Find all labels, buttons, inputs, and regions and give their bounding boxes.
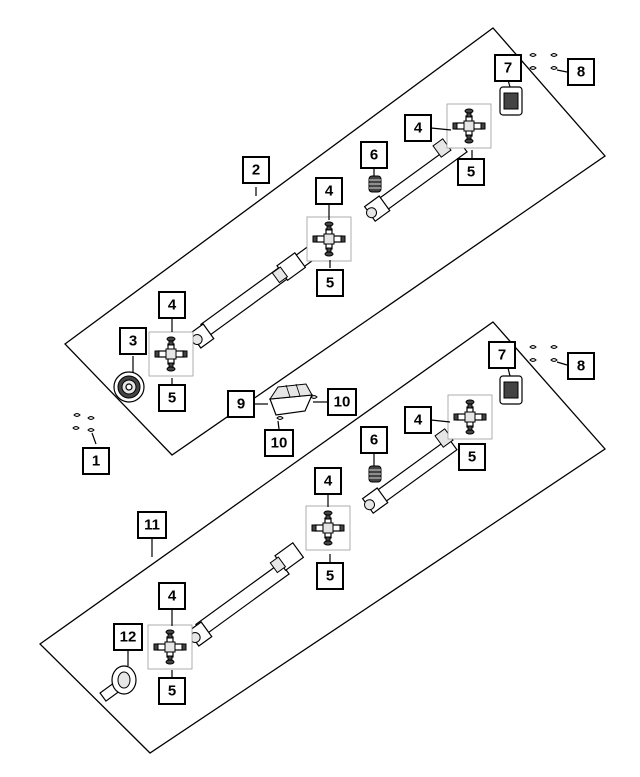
svg-text:4: 4 (168, 297, 177, 314)
ujoint-upper-front (148, 331, 194, 377)
svg-text:7: 7 (504, 60, 512, 77)
callout-10-bottom: 10 (264, 429, 294, 457)
lower-assembly-panel (38, 321, 606, 754)
svg-text:5: 5 (467, 164, 475, 181)
callout-5-upper-front: 5 (158, 384, 186, 412)
boot-upper (368, 175, 382, 193)
bolt-cluster (72, 413, 95, 432)
svg-text:3: 3 (129, 333, 137, 350)
callout-4-lower-mid: 4 (314, 467, 342, 495)
callout-8-upper: 8 (567, 58, 595, 86)
svg-text:4: 4 (414, 120, 423, 137)
ujoint-lower-front (147, 624, 193, 670)
callout-4-upper-rear: 4 (404, 114, 432, 142)
ujoint-upper-mid (306, 216, 352, 262)
bolts-upper (529, 53, 558, 70)
heat-shield (269, 383, 318, 420)
svg-text:10: 10 (271, 435, 288, 452)
ujoint-lower-rear (447, 394, 493, 440)
callout-2: 2 (242, 156, 270, 184)
callout-9: 9 (227, 390, 255, 418)
svg-text:12: 12 (120, 629, 137, 646)
svg-text:1: 1 (92, 453, 100, 470)
svg-text:5: 5 (168, 390, 176, 407)
callout-7-upper: 7 (494, 54, 522, 82)
upper-assembly-panel (64, 27, 606, 456)
callout-4-upper-front: 4 (158, 291, 186, 319)
callout-4-lower-front: 4 (158, 582, 186, 610)
svg-text:10: 10 (334, 394, 351, 411)
svg-text:6: 6 (370, 432, 378, 449)
callout-12: 12 (113, 623, 143, 651)
center-bearing-upper (499, 86, 523, 116)
callout-11: 11 (137, 511, 167, 539)
callout-4-upper-mid: 4 (315, 177, 343, 205)
ujoint-upper-rear (446, 103, 492, 149)
upper-driveshaft (189, 138, 468, 349)
svg-text:8: 8 (577, 358, 585, 375)
svg-text:4: 4 (414, 412, 423, 429)
callout-1: 1 (82, 447, 110, 475)
callout-3: 3 (119, 327, 147, 355)
svg-text:4: 4 (168, 588, 177, 605)
callout-5-lower-mid: 5 (316, 562, 344, 590)
leader-lines (91, 69, 568, 680)
svg-text:5: 5 (326, 568, 334, 585)
callout-7-lower: 7 (488, 341, 516, 369)
cv-flange (113, 371, 145, 403)
center-bearing-lower (499, 375, 523, 405)
callout-6-upper: 6 (360, 141, 388, 169)
boot-lower (368, 465, 382, 483)
callout-5-lower-front: 5 (158, 677, 186, 705)
svg-text:4: 4 (325, 183, 334, 200)
callout-8-lower: 8 (567, 352, 595, 380)
callout-5-upper-rear: 5 (457, 158, 485, 186)
svg-text:5: 5 (326, 275, 334, 292)
lower-driveshaft (187, 428, 458, 647)
svg-text:8: 8 (577, 64, 585, 81)
svg-text:5: 5 (168, 683, 176, 700)
callout-6-lower: 6 (360, 426, 388, 454)
svg-text:9: 9 (237, 396, 245, 413)
svg-text:6: 6 (370, 147, 378, 164)
bolts-lower (529, 345, 558, 362)
svg-text:4: 4 (324, 473, 333, 490)
callout-10-right: 10 (327, 388, 357, 416)
ujoint-lower-mid (305, 505, 351, 551)
callout-4-lower-rear: 4 (404, 406, 432, 434)
svg-text:7: 7 (498, 347, 506, 364)
stub-shaft (99, 665, 137, 702)
svg-text:11: 11 (144, 517, 160, 534)
svg-text:5: 5 (468, 449, 476, 466)
callout-5-upper-mid: 5 (316, 269, 344, 297)
svg-text:2: 2 (252, 162, 260, 179)
callout-5-lower-rear: 5 (458, 443, 486, 471)
